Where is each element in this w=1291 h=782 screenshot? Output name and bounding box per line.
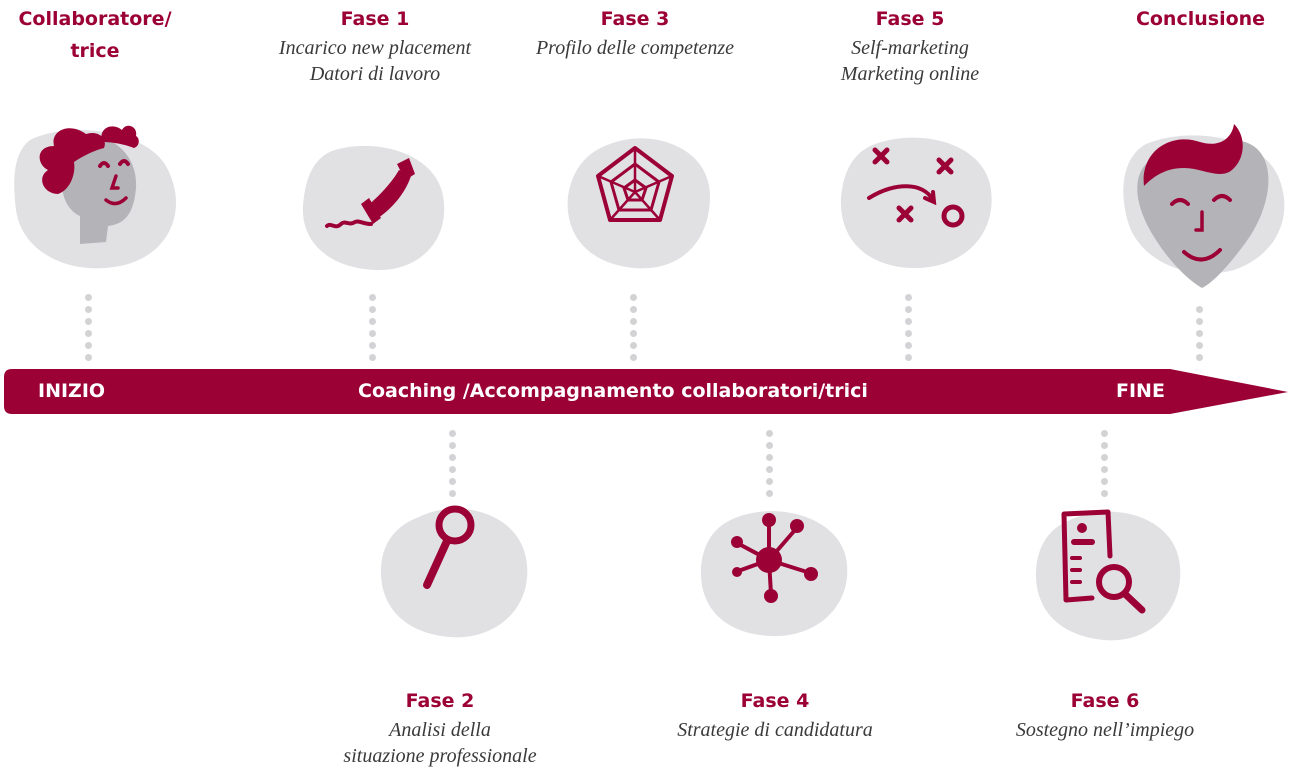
phase-2-desc-line1: Analisi della — [389, 719, 491, 741]
connector-phase-6 — [1101, 430, 1109, 502]
phase-3-title: Fase 3 — [600, 8, 670, 30]
phase-4-desc-line1: Strategie di candidatura — [677, 719, 873, 741]
start-title-line1: Collaboratore/ — [18, 8, 172, 30]
connector-phase-1 — [369, 294, 377, 366]
phase-6-desc-line1: Sostegno nell’impiego — [1015, 719, 1195, 741]
phase-5-desc-line1: Self-marketing — [851, 37, 969, 59]
phase-6-node: Fase 6 Sostegno nell’impiego — [960, 685, 1250, 743]
strategy-play-icon — [840, 137, 992, 269]
connector-phase-3 — [630, 294, 638, 366]
phase-1-title: Fase 1 — [340, 8, 410, 30]
start-node: Collaboratore/ trice — [0, 3, 190, 67]
heart-face-icon — [1123, 124, 1285, 288]
timeline-center-label: Coaching /Accompagnamento collaboratori/… — [358, 380, 868, 402]
end-title: Conclusione — [1135, 8, 1266, 30]
phase-5-title: Fase 5 — [875, 8, 945, 30]
phase-4-node: Fase 4 Strategie di candidatura — [625, 685, 925, 743]
start-title-line2: trice — [70, 40, 120, 62]
timeline-end-label: FINE — [1116, 380, 1165, 402]
network-icon — [700, 511, 848, 637]
document-search-icon — [1035, 509, 1181, 641]
connector-phase-2 — [449, 430, 457, 502]
phase-3-desc-line1: Profilo delle competenze — [535, 37, 735, 59]
phase-4-title: Fase 4 — [740, 690, 810, 712]
phase-2-node: Fase 2 Analisi della situazione professi… — [290, 685, 590, 769]
end-node: Conclusione — [1110, 3, 1291, 35]
phase-3-node: Fase 3 Profilo delle competenze — [495, 3, 775, 61]
connector-phase-4 — [766, 430, 774, 502]
phase-1-node: Fase 1 Incarico new placement Datori di … — [225, 3, 525, 87]
person-face-icon — [14, 125, 177, 269]
radar-chart-icon — [567, 138, 710, 269]
connector-phase-5 — [905, 294, 913, 366]
phase-5-node: Fase 5 Self-marketing Marketing online — [770, 3, 1050, 87]
phase-5-desc-line2: Marketing online — [840, 63, 980, 85]
phase-2-desc-line2: situazione professionale — [343, 745, 537, 767]
phase-6-title: Fase 6 — [1070, 690, 1140, 712]
connector-start — [85, 294, 93, 366]
phase-1-desc-line1: Incarico new placement — [278, 37, 472, 59]
phone-icon — [302, 145, 445, 271]
phase-2-title: Fase 2 — [405, 690, 475, 712]
timeline-start-label: INIZIO — [38, 380, 106, 402]
connector-end — [1196, 306, 1204, 366]
magnifier-icon — [380, 505, 528, 638]
phase-1-desc-line2: Datori di lavoro — [309, 63, 441, 85]
